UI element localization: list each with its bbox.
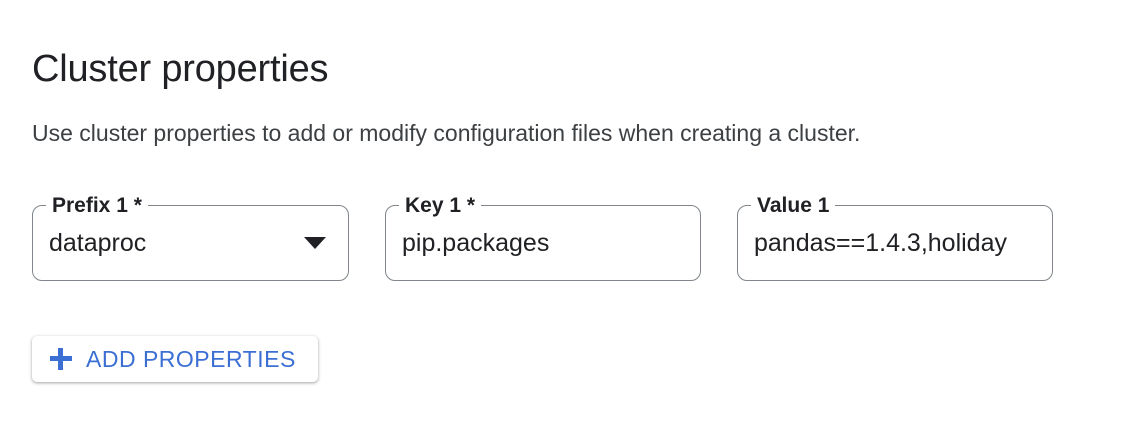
add-properties-button[interactable]: ADD PROPERTIES: [32, 336, 318, 382]
page-title: Cluster properties: [32, 48, 329, 91]
value-field-label: Value 1: [751, 193, 836, 219]
prefix-field-value: dataproc: [49, 229, 147, 257]
value-input-field[interactable]: Value 1 pandas==1.4.3,holiday: [737, 193, 1053, 281]
page-description: Use cluster properties to add or modify …: [32, 120, 861, 146]
prefix-select-field[interactable]: Prefix 1 * dataproc: [32, 193, 349, 281]
key-input-field[interactable]: Key 1 * pip.packages: [385, 193, 701, 281]
plus-icon: [50, 348, 72, 370]
prefix-field-label: Prefix 1 *: [46, 193, 148, 219]
key-field-value: pip.packages: [402, 229, 550, 257]
key-field-label: Key 1 *: [399, 193, 482, 219]
add-properties-button-label: ADD PROPERTIES: [86, 346, 296, 372]
chevron-down-icon[interactable]: [304, 237, 326, 249]
properties-fields-row: Prefix 1 * dataproc Key 1 * pip.packages…: [0, 188, 1122, 288]
value-field-value: pandas==1.4.3,holiday: [754, 229, 1007, 257]
